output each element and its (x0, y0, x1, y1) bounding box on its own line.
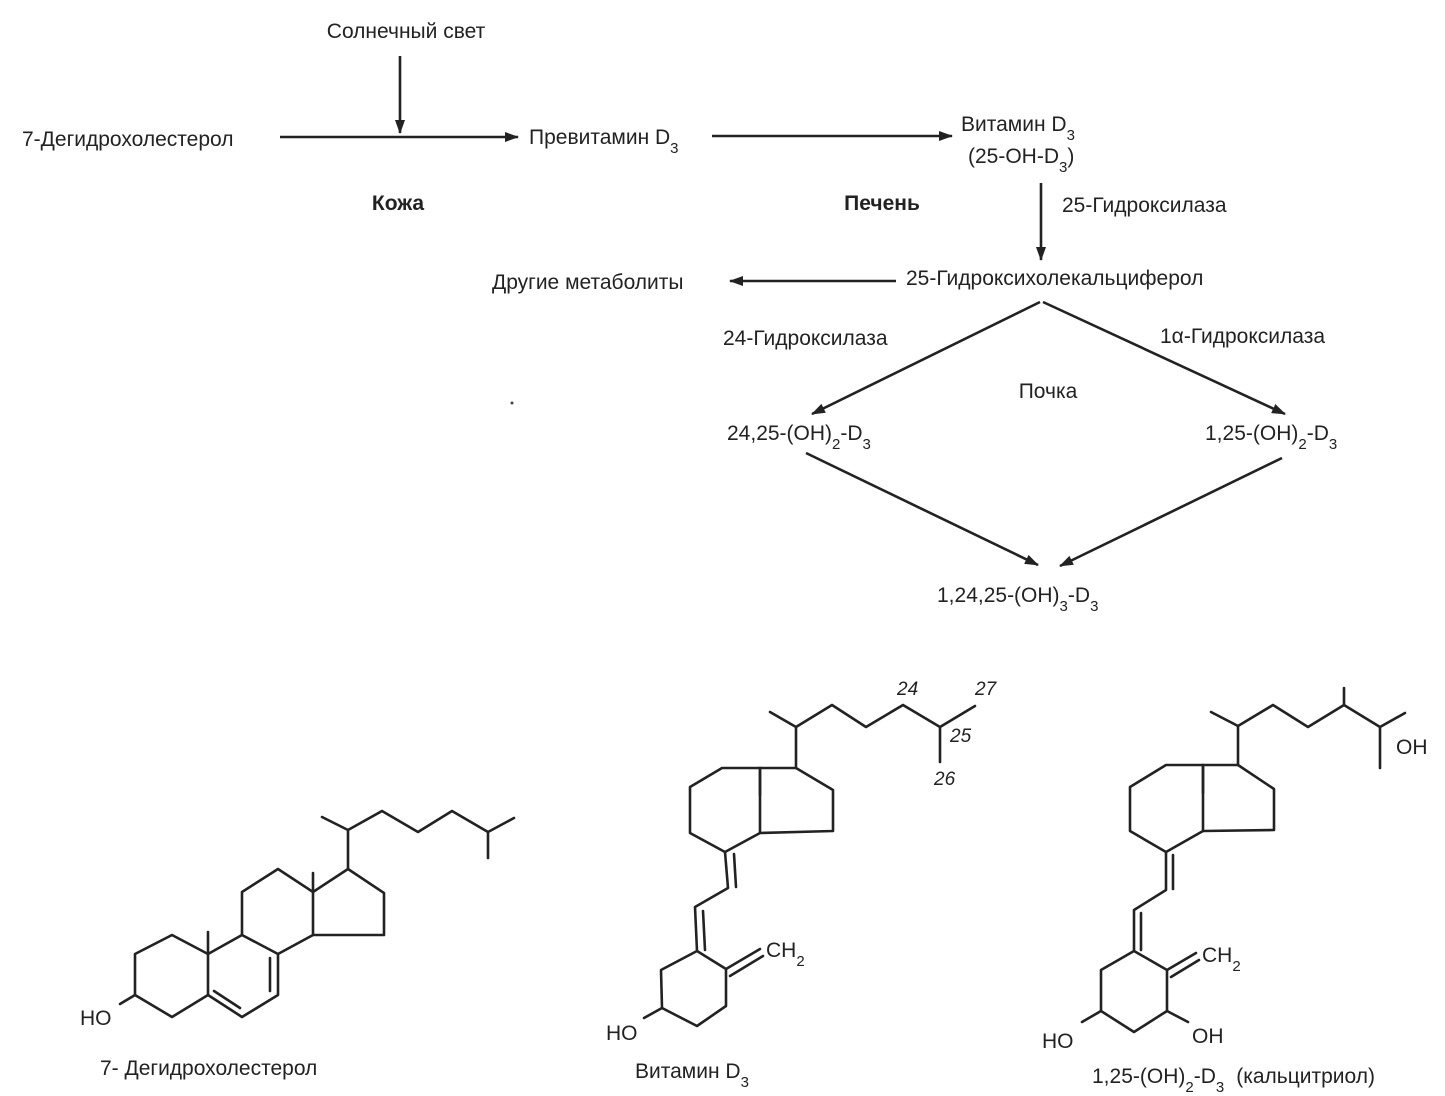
calcitriol-caption: 1,25-(OH)2-D3(кальцитриол) (1092, 1065, 1375, 1096)
ring-b (206, 933, 280, 1019)
from-1-25-arrow (1059, 456, 1283, 568)
carbon-25-label: 25 (949, 726, 972, 747)
ch2-label: CH2 (766, 939, 805, 970)
oh2-1-25-d3-label: 1,25-(OH)2-D3 (1205, 422, 1337, 453)
hydroxylase-24-arrow (811, 300, 1041, 416)
side-chain (768, 703, 977, 770)
triene-double-2 (701, 909, 707, 952)
liver-label: Печень (844, 192, 920, 215)
ho-bond (118, 993, 137, 1006)
ho-label: HO (80, 1007, 112, 1030)
triene-chain (1132, 850, 1168, 953)
vitamin-d3-label: Витамин D3 (961, 113, 1075, 144)
exocyclic-bond-1 (1165, 951, 1198, 972)
hydroxylase-24-label: 24-Гидроксилаза (723, 327, 888, 350)
other-metabolites-label: Другие метаболиты (492, 271, 684, 294)
from-24-25-arrow (805, 451, 1039, 567)
oh3-d3-label: 1,24,25-(OH)3-D3 (937, 584, 1098, 615)
side-chain (1209, 686, 1407, 770)
ring-d (758, 766, 835, 835)
oh2-24-25-d3-label: 24,25-(OH)2-D3 (727, 422, 871, 453)
side-chain-oh-label: OH (1396, 736, 1428, 759)
exocyclic-bond-1 (724, 947, 762, 971)
ho-label: HO (606, 1022, 638, 1045)
carbon-27-label: 27 (974, 679, 998, 700)
carbon-24-label: 24 (896, 679, 918, 700)
ring-d (311, 867, 386, 937)
exocyclic-bond-2 (1169, 958, 1201, 979)
exocyclic-bond-2 (728, 954, 765, 978)
hydroxycholecalciferol-label: 25-Гидроксихолекальциферол (906, 267, 1203, 290)
stray-dot (510, 401, 514, 405)
calcitriol-structure: OH CH2 HO OH 1,25-(OH)2-D3(кальцитриол) (1042, 686, 1428, 1096)
oh-1-label: OH (1192, 1025, 1224, 1048)
ring-c (240, 867, 315, 956)
vitamin-d3-caption: Витамин D3 (635, 1060, 749, 1091)
hydroxylase-25-label: 25-Гидроксилаза (1062, 194, 1227, 217)
skin-label: Кожа (372, 192, 425, 215)
kidney-label: Почка (1019, 380, 1078, 403)
ring-c (1128, 763, 1205, 854)
vitamin-d3-structure: HO CH2 24 27 25 26 Витамин D3 (606, 679, 998, 1091)
ring-c (688, 766, 762, 854)
pathway: Солнечный свет 7-Дегидрохолестерол Преви… (22, 20, 1337, 615)
ho-bond (1080, 1009, 1103, 1024)
dehydrocholesterol-structure: HO 7- Дегидрохолестерол (80, 809, 516, 1080)
double-bond-5-6 (212, 989, 242, 1010)
dehydrocholesterol-caption: 7- Дегидрохолестерол (100, 1057, 317, 1080)
sunlight-label: Солнечный свет (327, 20, 486, 43)
ho-bond (642, 1006, 664, 1020)
dehydrocholesterol-label: 7-Дегидрохолестерол (22, 128, 233, 151)
ring-a (659, 949, 728, 1028)
hydroxylase-1a-label: 1α-Гидроксилаза (1160, 325, 1325, 348)
previtamin-d3-label: Превитамин D3 (529, 126, 679, 157)
ring-a (1099, 949, 1169, 1034)
ring-d (1201, 763, 1276, 833)
oh-1-bond (1165, 1009, 1190, 1024)
side-chain (320, 809, 516, 871)
triene-double-1 (732, 852, 738, 889)
triene-chain (693, 850, 730, 953)
ch2-label: CH2 (1202, 944, 1241, 975)
ring-a (133, 933, 210, 1019)
hydroxylase-1a-arrow (1042, 300, 1286, 416)
ho-label: HO (1042, 1030, 1074, 1053)
carbon-26-label: 26 (933, 769, 956, 790)
vitamin-d3-alt-label: (25-OH-D3) (968, 145, 1074, 176)
